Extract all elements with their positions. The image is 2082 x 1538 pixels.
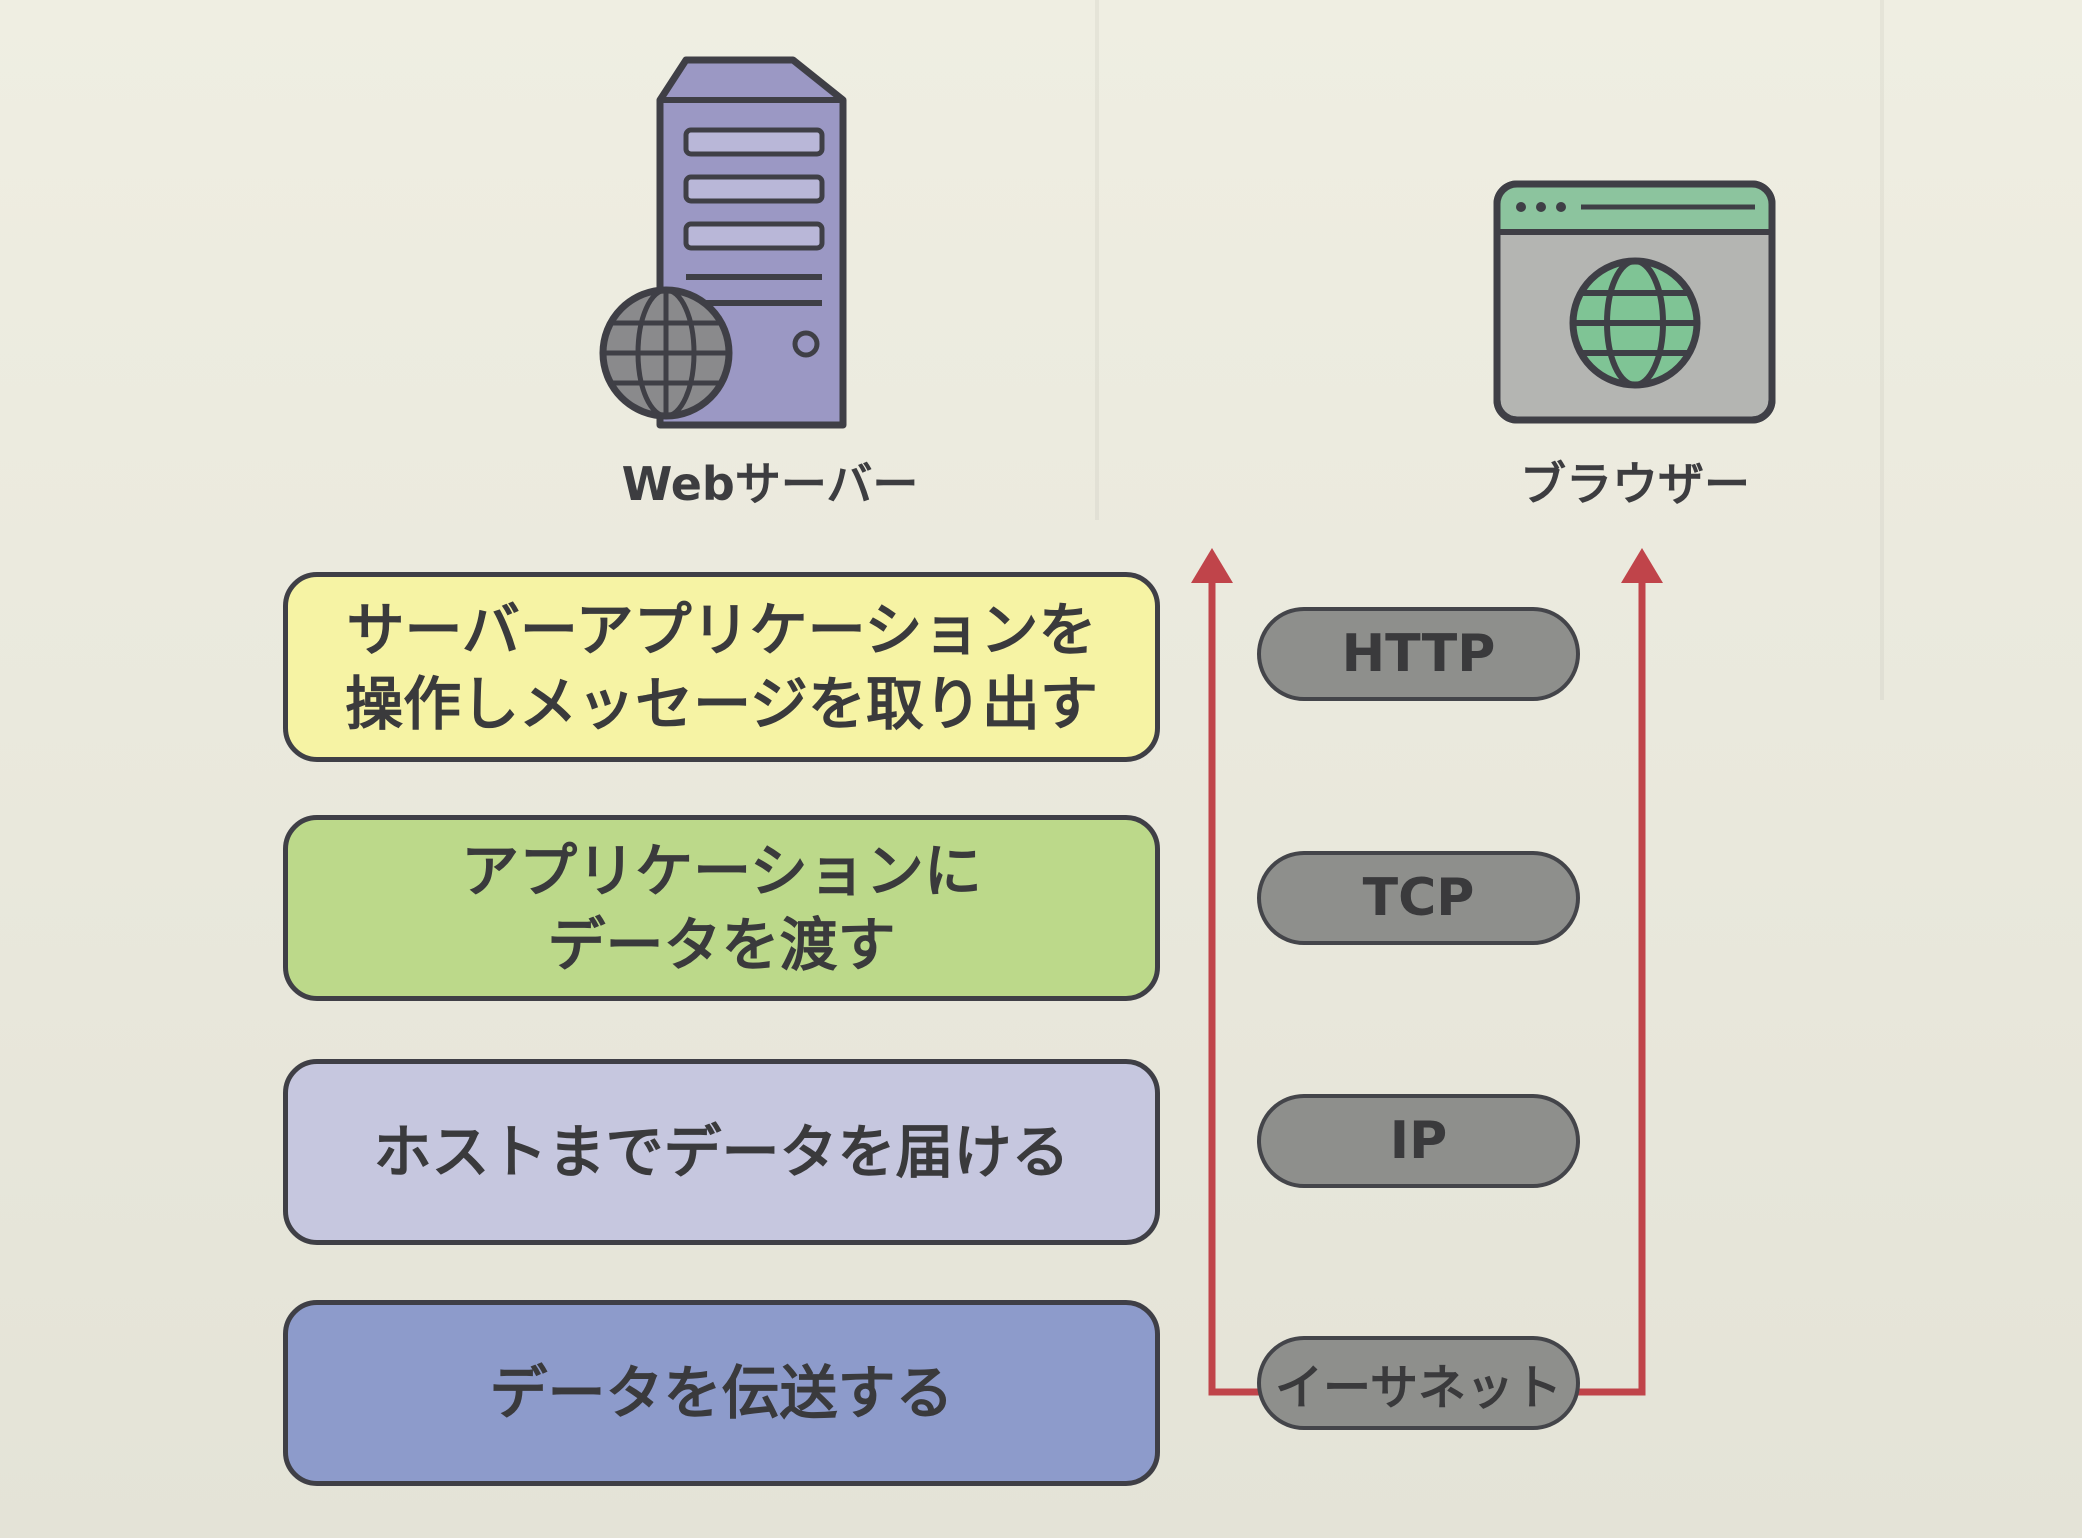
arrowhead-browser-side [1621,548,1663,583]
layer-text-line: 操作しメッセージを取り出す [345,670,1098,738]
protocol-pill-tcp: TCP [1257,851,1580,945]
layer-box-internet: ホストまでデータを届ける [283,1059,1160,1245]
server-label: Webサーバー [621,457,919,511]
up-arrow-browser-side [1575,575,1646,1396]
layer-text-line: データを渡す [547,911,896,979]
protocol-pill-ip: IP [1257,1094,1580,1188]
layer-box-transport: アプリケーションに データを渡す [283,815,1160,1001]
layer-text-line: サーバーアプリケーションを [346,596,1097,664]
up-arrow-server-side [1208,575,1262,1396]
arrowhead-server-side [1191,548,1233,583]
browser-label: ブラウザー [1520,457,1750,511]
layer-text-line: アプリケーションに [461,837,982,905]
layer-box-application: サーバーアプリケーションを 操作しメッセージを取り出す [283,572,1160,762]
layer-box-link: データを伝送する [283,1300,1160,1486]
browser-globe-icon [1569,257,1701,389]
layer-text-line: ホストまでデータを届ける [373,1118,1070,1186]
bleed-through-rule [1880,0,1884,700]
protocol-pill-ethernet: イーサネット [1257,1336,1580,1430]
bleed-through-rule [1095,0,1099,520]
protocol-pill-http: HTTP [1257,607,1580,701]
server-globe-icon [599,286,733,420]
layer-text-line: データを伝送する [489,1359,954,1427]
